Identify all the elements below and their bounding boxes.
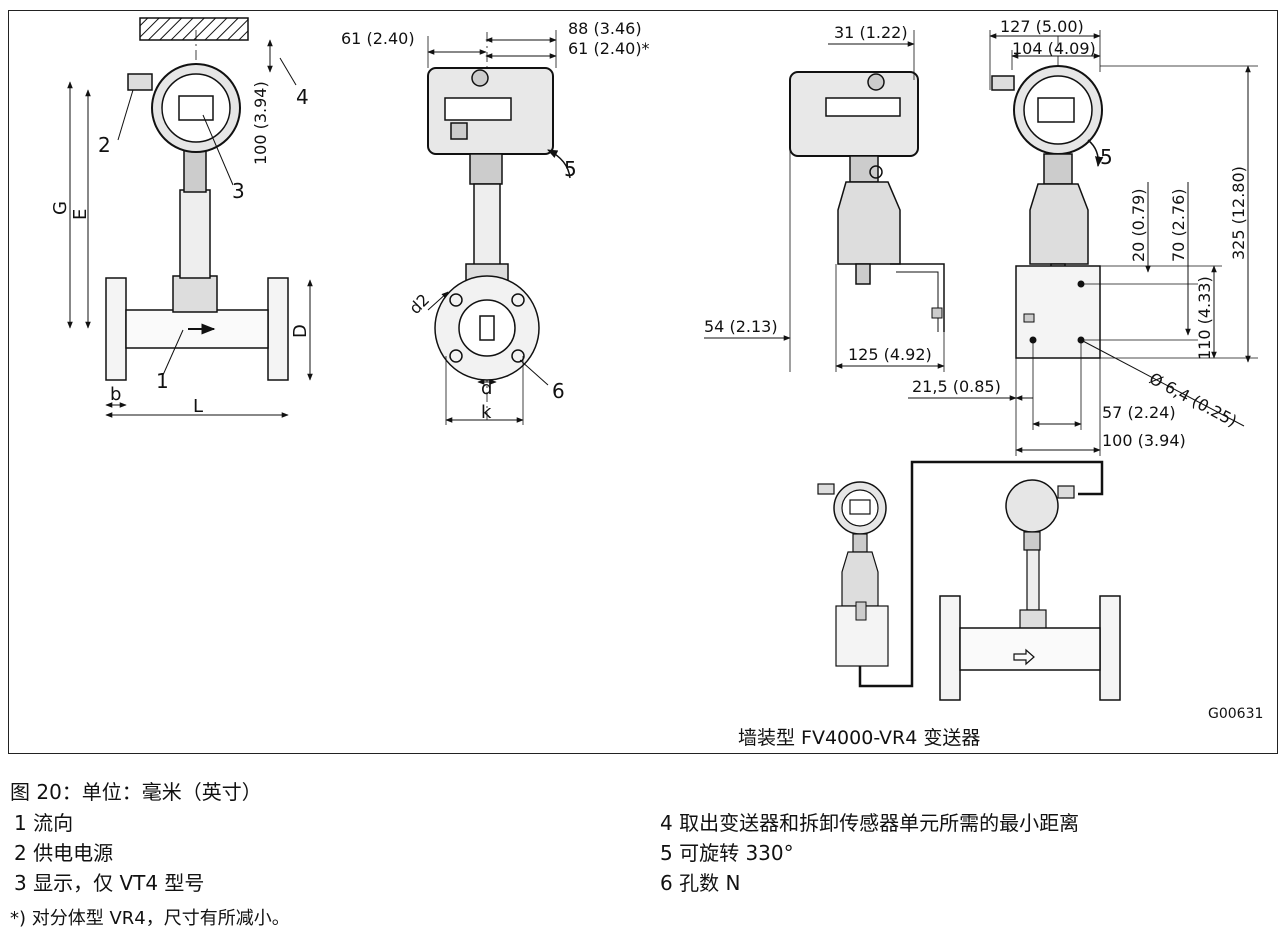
callout-3: 3 bbox=[232, 179, 245, 203]
footnote: *) 对分体型 VR4，尺寸有所减小。 bbox=[10, 908, 290, 929]
figure-code: G00631 bbox=[1208, 706, 1263, 722]
wall-mount-side-view bbox=[704, 30, 945, 372]
dim-100-394-horiz: 100 (3.94) bbox=[1102, 431, 1186, 450]
dim-k-label: k bbox=[481, 402, 492, 423]
callout-2: 2 bbox=[98, 133, 111, 157]
callout-5a: 5 bbox=[564, 157, 577, 181]
dim-70-276: 70 (2.76) bbox=[1169, 188, 1188, 262]
remote-assembly-view bbox=[817, 460, 1121, 701]
dim-g-label: G bbox=[50, 201, 71, 215]
legend-item: 6 孔数 N bbox=[660, 871, 741, 895]
front-view bbox=[67, 17, 313, 418]
dim-61-240-star: 61 (2.40)* bbox=[568, 39, 650, 58]
legend-item: 3 显示，仅 VT4 型号 bbox=[14, 871, 205, 895]
dim-61-240: 61 (2.40) bbox=[341, 29, 415, 48]
dim-31-122: 31 (1.22) bbox=[834, 23, 908, 42]
dim-d-label: D bbox=[290, 324, 311, 338]
figure-caption: 图 20：单位：毫米（英寸） bbox=[10, 780, 262, 804]
dim-215-085: 21,5 (0.85) bbox=[912, 377, 1001, 396]
dim-57-224: 57 (2.24) bbox=[1102, 403, 1176, 422]
legend-item: 5 可旋转 330° bbox=[660, 841, 794, 865]
dim-110-433: 110 (4.33) bbox=[1195, 276, 1214, 360]
callout-6: 6 bbox=[552, 379, 565, 403]
dim-d-small-label: d bbox=[481, 378, 492, 399]
legend-right: 4 取出变送器和拆卸传感器单元所需的最小距离 5 可旋转 330° 6 孔数 N bbox=[660, 808, 1079, 898]
callout-5b: 5 bbox=[1100, 145, 1113, 169]
dim-l-label: L bbox=[193, 396, 203, 417]
callout-1: 1 bbox=[156, 369, 169, 393]
figure-subcaption: 墙装型 FV4000-VR4 变送器 bbox=[738, 727, 980, 749]
dim-d2-label: d2 bbox=[405, 290, 433, 318]
legend-left: 1 流向 2 供电电源 3 显示，仅 VT4 型号 bbox=[14, 808, 204, 898]
wall-mount-front-view bbox=[908, 30, 1258, 456]
figure-frame bbox=[8, 10, 1278, 754]
dim-104-409: 104 (4.09) bbox=[1012, 39, 1096, 58]
dim-b-label: b bbox=[110, 384, 121, 405]
dim-127-500: 127 (5.00) bbox=[1000, 17, 1084, 36]
legend-item: 4 取出变送器和拆卸传感器单元所需的最小距离 bbox=[660, 811, 1080, 835]
callout-4: 4 bbox=[296, 85, 309, 109]
dim-54-213: 54 (2.13) bbox=[704, 317, 778, 336]
dim-88-346: 88 (3.46) bbox=[568, 19, 642, 38]
dim-125-492: 125 (4.92) bbox=[848, 345, 932, 364]
legend-item: 1 流向 bbox=[14, 811, 74, 835]
side-view bbox=[427, 30, 571, 425]
dim-e-label: E bbox=[70, 209, 91, 220]
dim-20-079: 20 (0.79) bbox=[1129, 188, 1148, 262]
removal-clearance-hatch bbox=[139, 17, 249, 41]
dim-325-1280: 325 (12.80) bbox=[1229, 166, 1248, 260]
dim-100-394-vert: 100 (3.94) bbox=[251, 81, 270, 165]
dimension-drawing: G E 100 (3.94) D b L 2 3 4 1 6 bbox=[8, 10, 1279, 754]
legend-item: 2 供电电源 bbox=[14, 841, 114, 865]
